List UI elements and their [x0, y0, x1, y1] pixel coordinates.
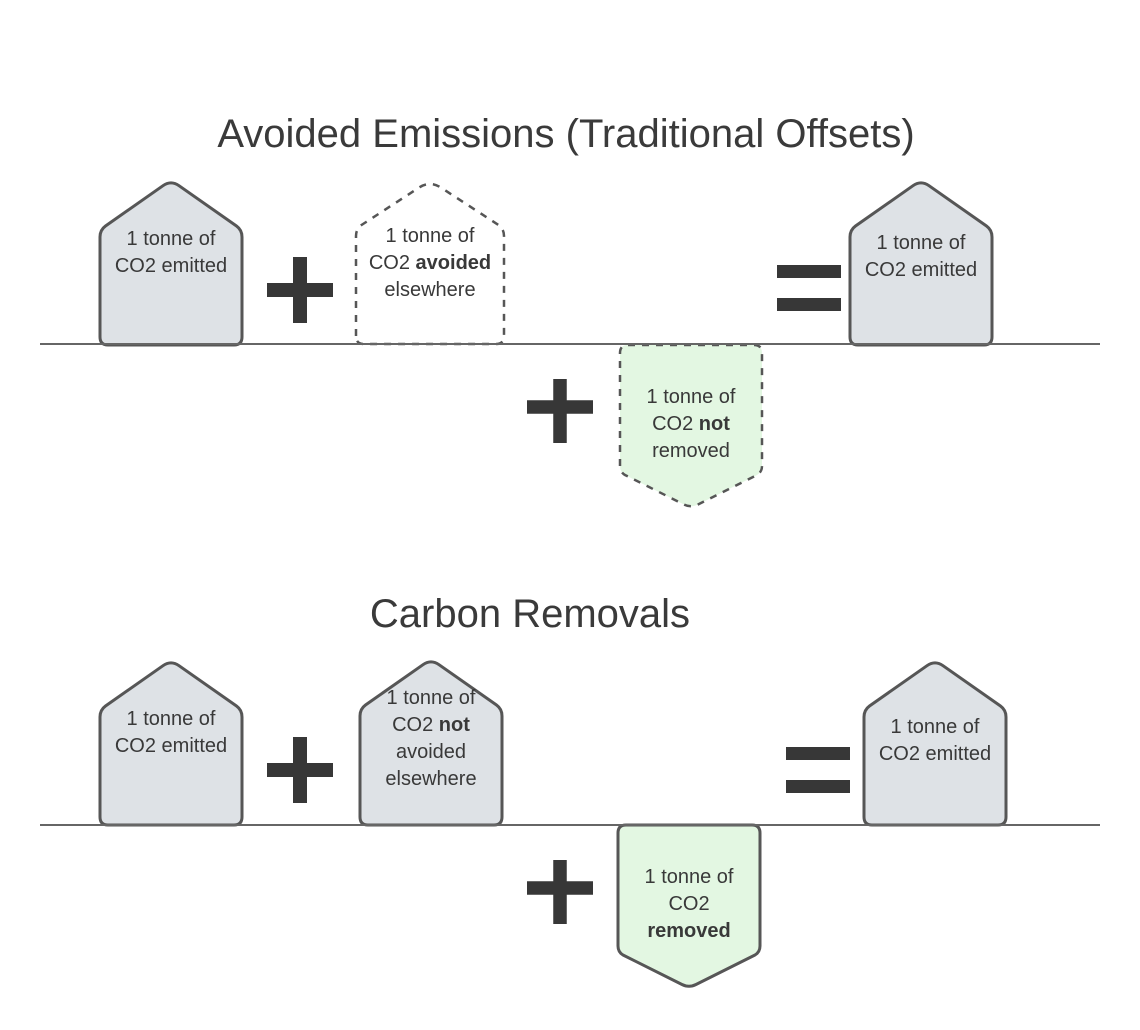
left-house-label: 1 tonne of CO2 emitted	[114, 708, 228, 757]
below-ground-label: 1 tonne of CO2 removed	[644, 866, 734, 942]
right-house-label: 1 tonne of CO2 emitted	[878, 716, 992, 765]
house-shape-emitted-left	[98, 181, 244, 347]
ground-line	[40, 343, 1100, 345]
middle-house-label: 1 tonne of CO2 not avoided elsewhere	[385, 687, 477, 790]
house-shape-avoided-dashed	[354, 182, 506, 346]
equals-icon	[777, 265, 841, 311]
section-title-carbon-removals: Carbon Removals	[369, 592, 691, 636]
right-house-label: 1 tonne of CO2 emitted	[864, 232, 978, 281]
plus-icon	[267, 257, 333, 323]
section-title-avoided-emissions: Avoided Emissions (Traditional Offsets)	[217, 112, 915, 156]
pennant-shape-removed	[616, 823, 762, 988]
left-house-label: 1 tonne of CO2 emitted	[114, 228, 228, 277]
below-ground-label: 1 tonne of CO2 not removed	[646, 386, 736, 462]
plus-icon	[267, 737, 333, 803]
equals-icon	[786, 747, 850, 793]
plus-icon	[527, 860, 593, 924]
ground-line	[40, 824, 1100, 826]
plus-icon	[527, 379, 593, 443]
house-shape-emitted-right	[848, 181, 994, 347]
pennant-shape-not-removed-dashed	[618, 343, 764, 508]
middle-house-label: 1 tonne of CO2 avoided elsewhere	[368, 225, 492, 301]
